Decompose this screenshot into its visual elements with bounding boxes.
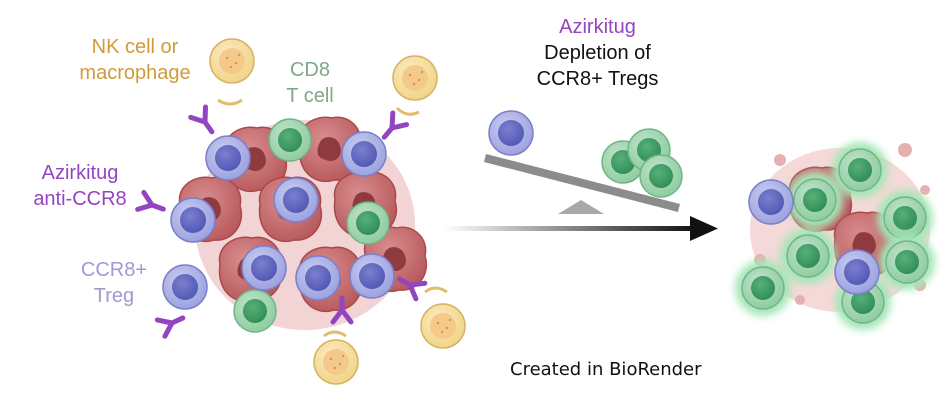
nk-cell-icon: [209, 38, 466, 385]
seesaw-icon: [484, 110, 683, 214]
scale-effect-label-line2: CCR8+ Tregs: [536, 68, 659, 90]
nk-cell-label: NK cell or macrophage: [60, 34, 210, 86]
cd8-t-cell-label: CD8 T cell: [265, 57, 355, 109]
nk-cell-label-line2: macrophage: [79, 62, 191, 84]
cd8-t-cell-label-line1: CD8: [289, 59, 330, 81]
credit-text: Created in BioRender: [510, 359, 702, 380]
ccr8-treg-label: CCR8+ Treg: [64, 257, 164, 309]
arrow-right-icon: [444, 216, 718, 241]
ccr8-treg-label-line2: Treg: [93, 285, 135, 307]
scale-effect-label: Depletion of CCR8+ Tregs: [520, 40, 675, 92]
nk-cell-label-line1: NK cell or: [91, 36, 179, 58]
azirkitug-anti-ccr8-label: Azirkitug anti-CCR8: [10, 160, 150, 212]
ccr8-treg-label-line1: CCR8+: [80, 259, 148, 281]
scale-drug-label: Azirkitug: [559, 16, 636, 38]
scale-effect-label-line1: Depletion of: [544, 42, 651, 64]
cd8-t-cell-icon-result: [735, 142, 935, 330]
azirkitug-anti-ccr8-label-line1: Azirkitug: [41, 162, 119, 184]
cd8-t-cell-label-line2: T cell: [286, 85, 334, 107]
azirkitug-anti-ccr8-label-line2: anti-CCR8: [33, 188, 127, 210]
